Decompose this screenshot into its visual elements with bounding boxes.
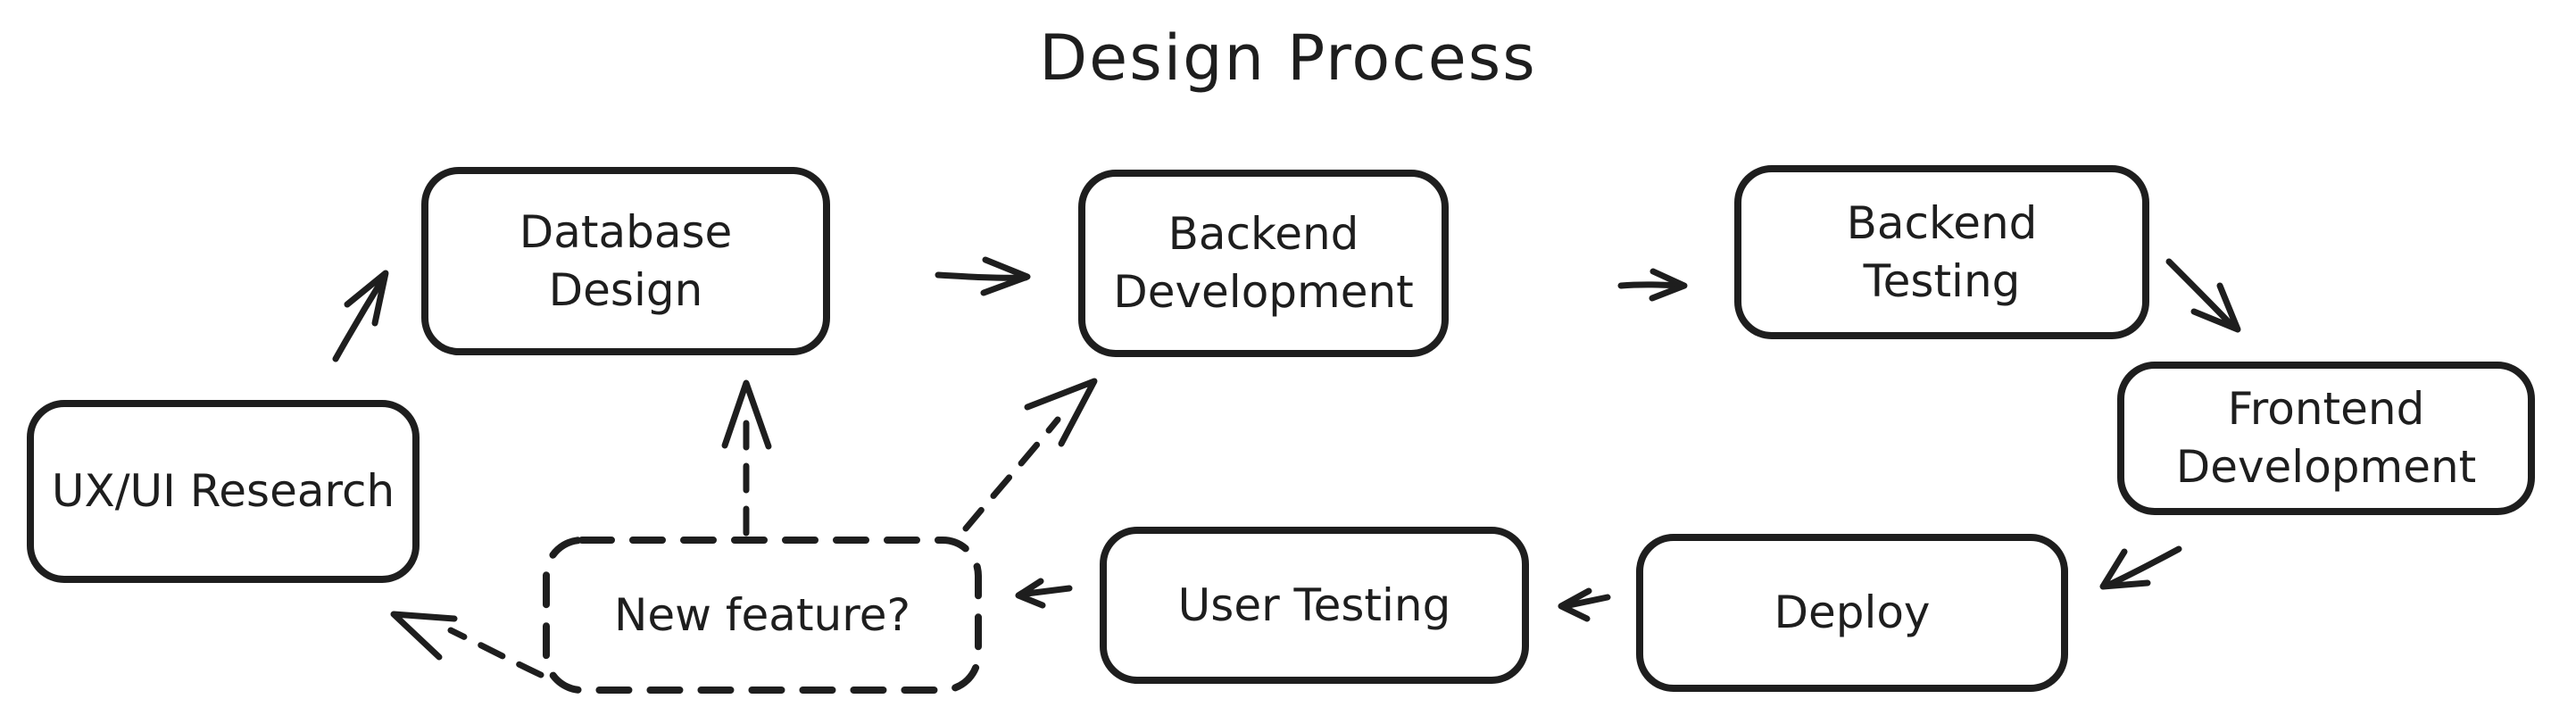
- node-backend-testing[interactable]: Backend Testing: [1734, 165, 2149, 339]
- arrow-deploy-to-user-testing: [1558, 587, 1611, 622]
- arrow-frontend-development-to-deploy: [2099, 545, 2182, 590]
- node-backend-development-label: Backend Development: [1113, 208, 1414, 318]
- node-new-feature[interactable]: New feature?: [543, 537, 982, 694]
- arrow-new-feature-to-backend-development: [962, 378, 1098, 532]
- new-feature-dashed-border: [543, 537, 982, 694]
- node-database-design-label: Database Design: [519, 205, 733, 316]
- arrow-new-feature-to-ux-research: [390, 611, 544, 678]
- node-new-feature-label: New feature?: [613, 588, 910, 641]
- arrow-backend-development-to-backend-testing: [1617, 268, 1688, 302]
- arrow-database-design-to-backend-development: [935, 256, 1031, 296]
- node-deploy[interactable]: Deploy: [1636, 534, 2068, 692]
- node-backend-development[interactable]: Backend Development: [1078, 170, 1449, 357]
- node-frontend-development-label: Frontend Development: [2175, 383, 2477, 493]
- page-title: Design Process: [1039, 21, 1537, 95]
- arrow-ux-research-to-database-design: [332, 270, 389, 362]
- arrow-backend-testing-to-frontend-development: [2165, 258, 2241, 333]
- arrow-user-testing-to-new-feature: [1015, 578, 1073, 609]
- node-deploy-label: Deploy: [1774, 587, 1931, 638]
- node-user-testing[interactable]: User Testing: [1100, 527, 1529, 684]
- node-backend-testing-label: Backend Testing: [1846, 196, 2038, 307]
- node-database-design[interactable]: Database Design: [421, 167, 830, 355]
- arrow-new-feature-to-database-design: [721, 379, 772, 537]
- node-user-testing-label: User Testing: [1177, 578, 1451, 631]
- node-ux-ui-research-label: UX/UI Research: [51, 465, 395, 517]
- node-frontend-development[interactable]: Frontend Development: [2117, 362, 2535, 515]
- node-ux-ui-research[interactable]: UX/UI Research: [27, 400, 420, 583]
